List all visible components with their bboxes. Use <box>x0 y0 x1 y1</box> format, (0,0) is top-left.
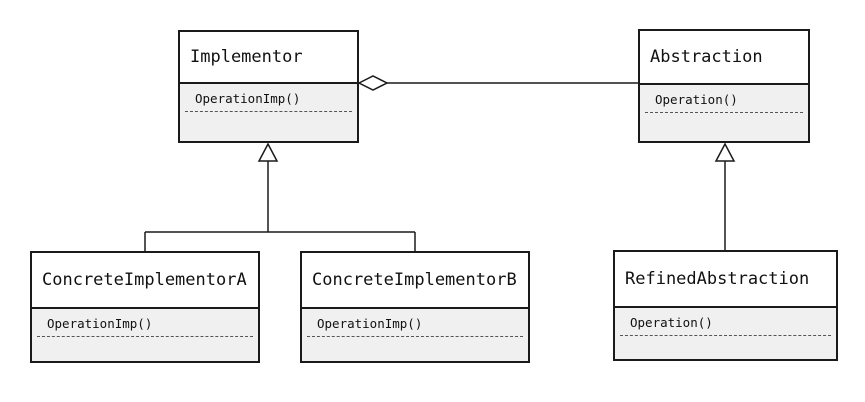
class-concrete-implementor-b: ConcreteImplementorB OperationImp() <box>300 251 530 363</box>
class-refined-abstraction: RefinedAbstraction Operation() <box>613 250 838 361</box>
method-label: OperationImp() <box>47 316 153 331</box>
method-label: Operation() <box>630 315 713 330</box>
methods-separator <box>307 336 523 337</box>
methods-separator <box>645 112 803 113</box>
class-implementor: Implementor OperationImp() <box>178 30 359 143</box>
class-concrete-implementor-a-name: ConcreteImplementorA <box>42 270 247 290</box>
class-implementor-name: Implementor <box>190 47 303 67</box>
methods-separator <box>185 111 352 112</box>
aggregation-diamond-icon <box>357 75 389 91</box>
class-refined-abstraction-name: RefinedAbstraction <box>625 269 810 289</box>
class-abstraction-name: Abstraction <box>650 47 763 67</box>
generalization-arrowhead-implementor-icon <box>257 142 279 162</box>
methods-separator <box>37 336 253 337</box>
method-label: OperationImp() <box>317 316 423 331</box>
class-implementor-methods: OperationImp() <box>180 82 357 141</box>
class-abstraction-methods: Operation() <box>640 83 808 141</box>
class-refined-abstraction-methods: Operation() <box>615 306 836 359</box>
class-abstraction: Abstraction Operation() <box>638 29 810 143</box>
methods-separator <box>620 335 831 336</box>
generalization-arrowhead-abstraction-icon <box>714 142 736 162</box>
method-label: OperationImp() <box>195 91 301 106</box>
class-concrete-implementor-b-methods: OperationImp() <box>302 307 528 361</box>
method-label: Operation() <box>655 92 738 107</box>
class-concrete-implementor-b-name: ConcreteImplementorB <box>312 270 517 290</box>
class-concrete-implementor-a-methods: OperationImp() <box>32 307 258 361</box>
class-concrete-implementor-a: ConcreteImplementorA OperationImp() <box>30 251 260 363</box>
